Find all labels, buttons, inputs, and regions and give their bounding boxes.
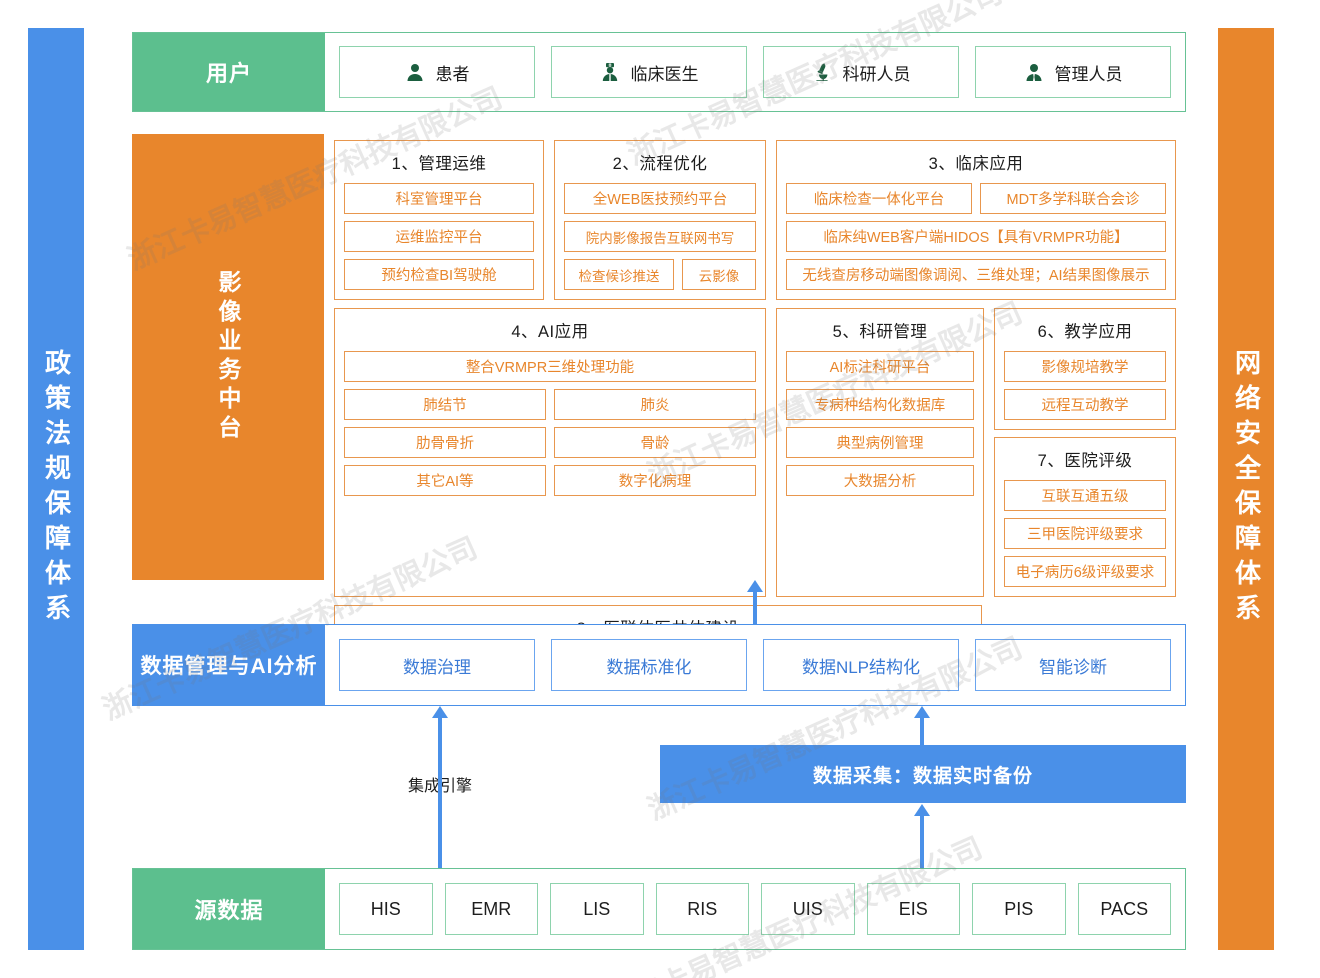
platform-item[interactable]: 整合VRMPR三维处理功能 xyxy=(344,351,756,382)
imaging-business-platform-layer: 影像业务中台 1、管理运维 科室管理平台 运维监控平台 预约检查BI驾驶舱 2、… xyxy=(132,134,1186,689)
left-policy-bar: 政策法规保障体系 xyxy=(28,28,84,950)
platform-item[interactable]: 无线查房移动端图像调阅、三维处理；AI结果图像展示 xyxy=(786,259,1166,290)
platform-item[interactable]: 大数据分析 xyxy=(786,465,974,496)
platform-item-pair: 临床检查一体化平台 MDT多学科联合会诊 xyxy=(786,183,1166,214)
platform-item-pair: 检查候诊推送 云影像 xyxy=(564,259,756,290)
source-item-eis[interactable]: EIS xyxy=(866,883,960,935)
source-item-lis[interactable]: LIS xyxy=(550,883,644,935)
group-title: 2、流程优化 xyxy=(612,155,708,173)
group-teaching-application: 6、教学应用 影像规培教学 远程互动教学 xyxy=(994,308,1176,430)
platform-item[interactable]: 科室管理平台 xyxy=(344,183,534,214)
platform-item[interactable]: 远程互动教学 xyxy=(1004,389,1166,420)
user-item-label: 患者 xyxy=(435,64,470,84)
platform-item[interactable]: 院内影像报告互联网书写 xyxy=(564,221,756,252)
arrow-data-to-platform xyxy=(753,591,757,624)
teaching-and-rating-column: 6、教学应用 影像规培教学 远程互动教学 7、医院评级 互联互通五级 三甲医院评… xyxy=(994,308,1176,597)
source-item-uis[interactable]: UIS xyxy=(761,883,855,935)
platform-item[interactable]: 互联互通五级 xyxy=(1004,480,1166,511)
platform-item[interactable]: 骨龄 xyxy=(554,427,756,458)
user-item-label: 临床医生 xyxy=(630,64,699,84)
group-research-management: 5、科研管理 AI标注科研平台 专病种结构化数据库 典型病例管理 大数据分析 xyxy=(776,308,984,597)
data-item-standardization[interactable]: 数据标准化 xyxy=(551,639,747,691)
platform-item[interactable]: MDT多学科联合会诊 xyxy=(980,183,1166,214)
platform-item[interactable]: AI标注科研平台 xyxy=(786,351,974,382)
source-item-his[interactable]: HIS xyxy=(339,883,433,935)
platform-item[interactable]: 运维监控平台 xyxy=(344,221,534,252)
arrow-source-to-data-left xyxy=(438,717,442,868)
platform-item[interactable]: 其它AI等 xyxy=(344,465,546,496)
platform-item[interactable]: 影像规培教学 xyxy=(1004,351,1166,382)
source-data-layer-label: 源数据 xyxy=(133,869,325,949)
data-management-layer-label: 数据管理与AI分析 xyxy=(133,625,325,705)
source-item-emr[interactable]: EMR xyxy=(444,883,538,935)
platform-item[interactable]: 数字化病理 xyxy=(554,465,756,496)
user-item-patient[interactable]: 患者 xyxy=(339,46,535,98)
platform-item[interactable]: 肺结节 xyxy=(344,389,546,420)
doctor-icon xyxy=(600,61,620,83)
platform-item[interactable]: 临床检查一体化平台 xyxy=(786,183,972,214)
source-data-layer: 源数据 HIS EMR LIS RIS UIS EIS PIS PACS xyxy=(132,868,1186,950)
group-process-optimization: 2、流程优化 全WEB医技预约平台 院内影像报告互联网书写 检查候诊推送 云影像 xyxy=(554,140,766,300)
source-item-pis[interactable]: PIS xyxy=(972,883,1066,935)
user-item-label: 科研人员 xyxy=(842,64,911,84)
platform-item[interactable]: 肋骨骨折 xyxy=(344,427,546,458)
data-item-intelligent-diagnosis[interactable]: 智能诊断 xyxy=(975,639,1171,691)
platform-item[interactable]: 专病种结构化数据库 xyxy=(786,389,974,420)
platform-row-upper: 1、管理运维 科室管理平台 运维监控平台 预约检查BI驾驶舱 2、流程优化 全W… xyxy=(334,140,1176,300)
platform-item-pair: 肺结节 肺炎 xyxy=(344,389,756,420)
imaging-business-platform-body: 1、管理运维 科室管理平台 运维监控平台 预约检查BI驾驶舱 2、流程优化 全W… xyxy=(324,134,1186,689)
imaging-business-platform-label: 影像业务中台 xyxy=(132,134,324,580)
group-title: 7、医院评级 xyxy=(1037,452,1133,470)
platform-item[interactable]: 肺炎 xyxy=(554,389,756,420)
platform-item[interactable]: 典型病例管理 xyxy=(786,427,974,458)
person-icon xyxy=(405,61,425,83)
platform-item[interactable]: 临床纯WEB客户端HIDOS【具有VRMPR功能】 xyxy=(786,221,1166,252)
right-security-bar: 网络安全保障体系 xyxy=(1218,28,1274,950)
data-item-governance[interactable]: 数据治理 xyxy=(339,639,535,691)
source-item-ris[interactable]: RIS xyxy=(655,883,749,935)
platform-item[interactable]: 全WEB医技预约平台 xyxy=(564,183,756,214)
user-layer: 用户 患者 临床医生 科研人员 xyxy=(132,32,1186,112)
data-collection-box: 数据采集：数据实时备份 xyxy=(660,745,1186,803)
data-management-layer: 数据管理与AI分析 数据治理 数据标准化 数据NLP结构化 智能诊断 xyxy=(132,624,1186,706)
group-management-ops: 1、管理运维 科室管理平台 运维监控平台 预约检查BI驾驶舱 xyxy=(334,140,544,300)
left-policy-bar-label: 政策法规保障体系 xyxy=(41,349,72,629)
source-data-items: HIS EMR LIS RIS UIS EIS PIS PACS xyxy=(325,869,1185,949)
group-title: 1、管理运维 xyxy=(391,155,487,173)
platform-row-middle: 4、AI应用 整合VRMPR三维处理功能 肺结节 肺炎 肋骨骨折 骨龄 其它AI… xyxy=(334,308,1176,597)
platform-item[interactable]: 检查候诊推送 xyxy=(564,259,674,290)
group-hospital-rating: 7、医院评级 互联互通五级 三甲医院评级要求 电子病历6级评级要求 xyxy=(994,437,1176,597)
user-item-clinician[interactable]: 临床医生 xyxy=(551,46,747,98)
group-ai-application: 4、AI应用 整合VRMPR三维处理功能 肺结节 肺炎 肋骨骨折 骨龄 其它AI… xyxy=(334,308,766,597)
source-item-pacs[interactable]: PACS xyxy=(1077,883,1171,935)
group-title: 5、科研管理 xyxy=(832,323,928,341)
platform-item[interactable]: 预约检查BI驾驶舱 xyxy=(344,259,534,290)
group-title: 3、临床应用 xyxy=(928,155,1024,173)
arrow-collect-to-data xyxy=(920,717,924,745)
group-title: 4、AI应用 xyxy=(511,323,589,341)
user-layer-items: 患者 临床医生 科研人员 管理人员 xyxy=(325,33,1185,111)
right-security-bar-label: 网络安全保障体系 xyxy=(1231,349,1262,629)
user-item-researcher[interactable]: 科研人员 xyxy=(763,46,959,98)
data-management-items: 数据治理 数据标准化 数据NLP结构化 智能诊断 xyxy=(325,625,1185,705)
arrow-source-to-collect xyxy=(920,815,924,868)
imaging-business-platform-label-text: 影像业务中台 xyxy=(215,270,241,444)
user-item-administrator[interactable]: 管理人员 xyxy=(975,46,1171,98)
platform-item-pair: 其它AI等 数字化病理 xyxy=(344,465,756,496)
group-clinical-application: 3、临床应用 临床检查一体化平台 MDT多学科联合会诊 临床纯WEB客户端HID… xyxy=(776,140,1176,300)
user-item-label: 管理人员 xyxy=(1054,64,1123,84)
platform-item[interactable]: 三甲医院评级要求 xyxy=(1004,518,1166,549)
group-title: 6、教学应用 xyxy=(1037,323,1133,341)
platform-item[interactable]: 电子病历6级评级要求 xyxy=(1004,556,1166,587)
microscope-icon xyxy=(812,61,832,83)
data-item-nlp-structuring[interactable]: 数据NLP结构化 xyxy=(763,639,959,691)
user-layer-label: 用户 xyxy=(133,33,325,111)
platform-item-pair: 肋骨骨折 骨龄 xyxy=(344,427,756,458)
platform-item[interactable]: 云影像 xyxy=(682,259,756,290)
manager-icon xyxy=(1024,61,1044,83)
